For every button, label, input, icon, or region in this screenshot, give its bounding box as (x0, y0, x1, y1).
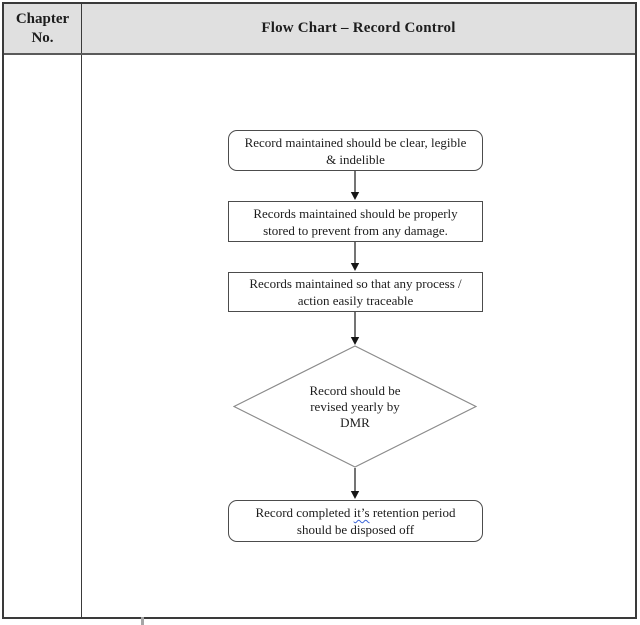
flow-decision-label: Record should be revised yearly by DMR (309, 382, 401, 430)
grammar-error-text: it’s (353, 505, 370, 520)
flow-arrow-down-4 (350, 468, 360, 499)
flow-chart-title-cell: Flow Chart – Record Control (82, 4, 635, 53)
record-control-table: Chapter No. Flow Chart – Record Control … (2, 2, 637, 619)
flow-node-records-traceable[interactable]: Records maintained so that any process /… (228, 272, 483, 312)
flow-arrow-down-2 (350, 242, 360, 271)
chapter-no-label: Chapter No. (15, 10, 70, 46)
flow-node-record-clear-legible[interactable]: Record maintained should be clear, legib… (228, 130, 483, 171)
flowchart-canvas: Record maintained should be clear, legib… (82, 55, 635, 617)
ruler-tick-mark (141, 617, 144, 625)
flow-node-label: Record completed it’s retention period s… (255, 504, 455, 538)
table-body-row: Record maintained should be clear, legib… (4, 55, 635, 617)
flow-decision-revised-yearly[interactable]: Record should be revised yearly by DMR (233, 345, 477, 468)
flow-node-label: Records maintained so that any process /… (249, 276, 462, 308)
flow-chart-title: Flow Chart – Record Control (261, 20, 456, 36)
diamond-shape (233, 345, 477, 468)
flow-node-records-stored[interactable]: Records maintained should be properly st… (228, 201, 483, 242)
table-header-row: Chapter No. Flow Chart – Record Control (4, 4, 635, 55)
flow-node-label: Record maintained should be clear, legib… (244, 134, 467, 167)
flow-arrow-down-1 (350, 171, 360, 200)
flow-node-dispose-record[interactable]: Record completed it’s retention period s… (228, 500, 483, 542)
flow-node-label: Records maintained should be properly st… (253, 205, 458, 238)
chapter-no-body-cell (4, 55, 82, 617)
flow-arrow-down-3 (350, 312, 360, 345)
chapter-no-header-cell: Chapter No. (4, 4, 82, 53)
dispose-text-part3: retention period should be disposed off (296, 505, 456, 537)
dispose-text-part1: Record completed (255, 505, 354, 520)
